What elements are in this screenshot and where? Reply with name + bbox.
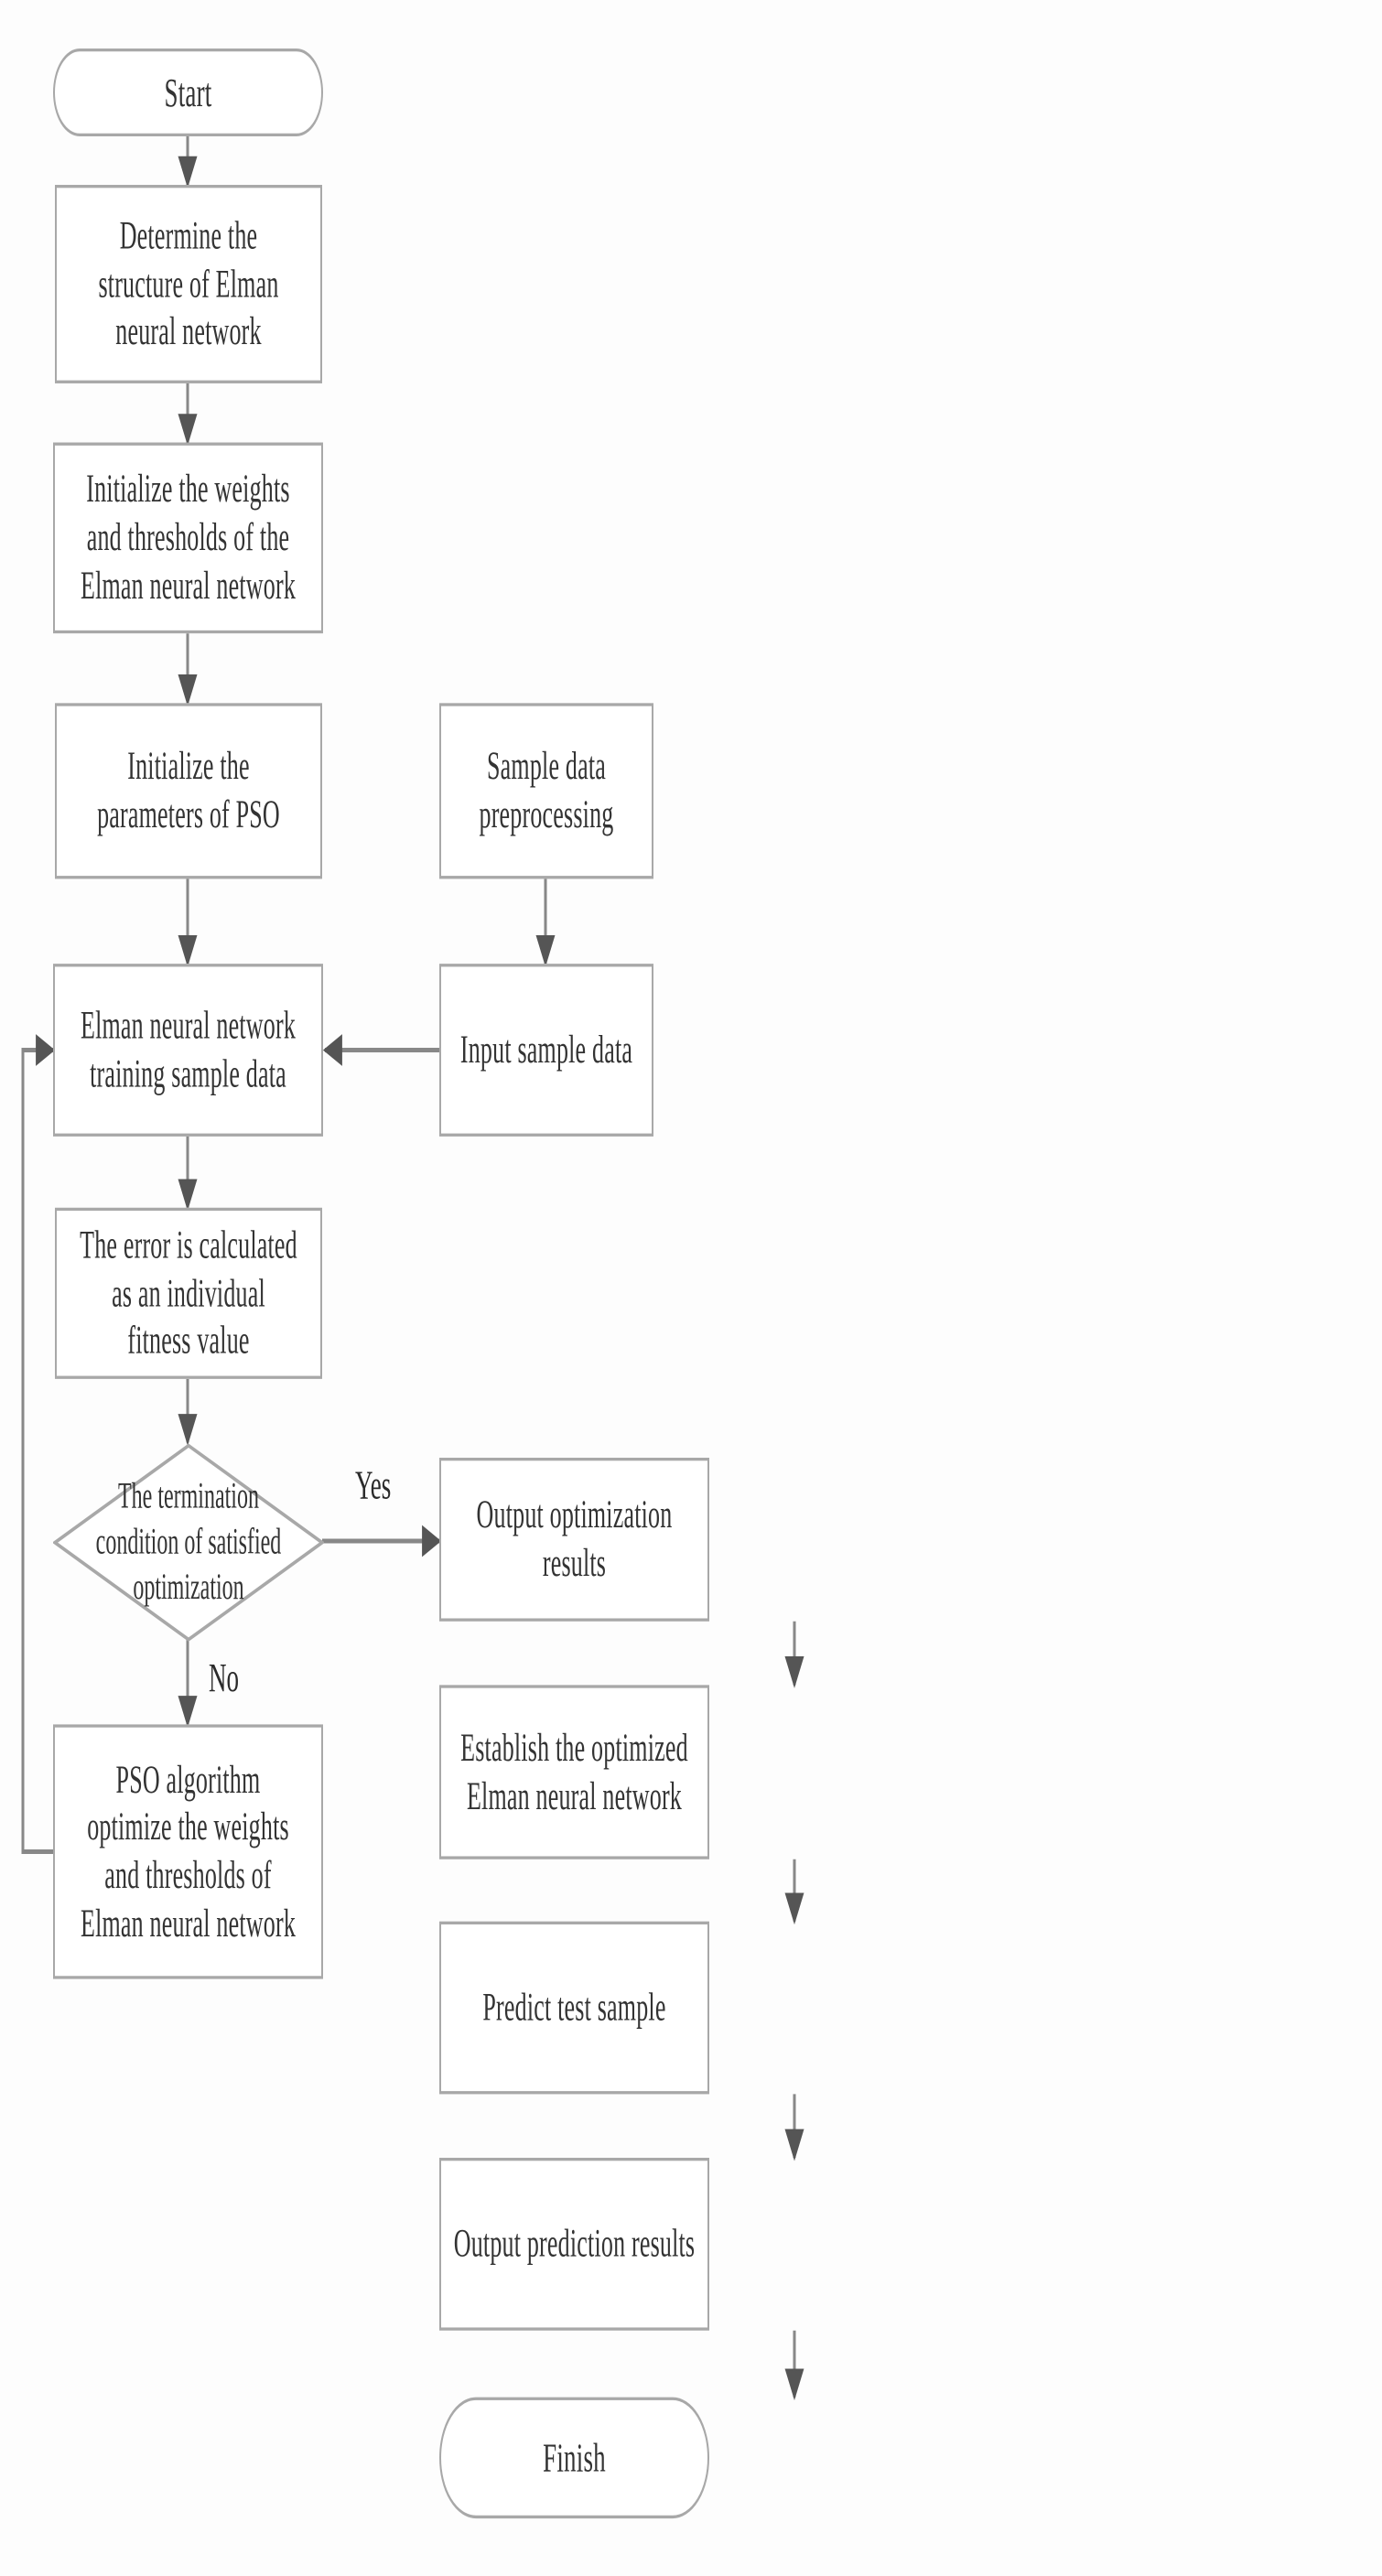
node-predict-test[interactable]: Predict test sample — [439, 1921, 709, 2095]
node-init-pso-label: Initialize the parameters of PSO — [97, 744, 280, 837]
node-output-optimization-label: Output optimization results — [476, 1493, 673, 1586]
node-elman-training[interactable]: Elman neural network training sample dat… — [53, 964, 323, 1137]
node-init-weights[interactable]: Initialize the weights and thresholds of… — [53, 442, 323, 634]
node-finish[interactable]: Finish — [439, 2397, 709, 2519]
node-elman-training-label: Elman neural network training sample dat… — [80, 1003, 297, 1096]
node-termination-decision[interactable]: The termination condition of satisfied o… — [53, 1442, 324, 1643]
node-output-optimization[interactable]: Output optimization results — [439, 1457, 709, 1622]
edge-label-no: No — [209, 1654, 239, 1700]
node-init-pso[interactable]: Initialize the parameters of PSO — [55, 703, 322, 879]
diamond-shape — [53, 1443, 324, 1642]
edge-label-yes: Yes — [355, 1461, 392, 1508]
node-sample-preprocessing[interactable]: Sample data preprocessing — [439, 703, 653, 879]
node-pso-optimize-label: PSO algorithm optimize the weights and t… — [80, 1757, 297, 1945]
node-determine-structure-label: Determine the structure of Elman neural … — [98, 213, 279, 354]
node-termination-label: The termination condition of satisfied o… — [95, 1477, 282, 1608]
node-output-prediction[interactable]: Output prediction results — [439, 2157, 709, 2331]
node-init-weights-label: Initialize the weights and thresholds of… — [80, 467, 297, 608]
edge-pso-feedback-to-elman — [21, 1034, 56, 1854]
node-establish-network-label: Establish the optimized Elman neural net… — [460, 1725, 688, 1818]
node-sample-preprocessing-label: Sample data preprocessing — [479, 744, 614, 837]
node-error-fitness[interactable]: The error is calculated as an individual… — [55, 1207, 322, 1379]
node-error-fitness-label: The error is calculated as an individual… — [80, 1223, 297, 1363]
node-start[interactable]: Start — [53, 48, 323, 137]
node-output-prediction-label: Output prediction results — [453, 2221, 696, 2266]
node-determine-structure[interactable]: Determine the structure of Elman neural … — [55, 185, 322, 383]
node-input-sample-label: Input sample data — [459, 1027, 633, 1072]
node-finish-label: Finish — [543, 2434, 606, 2480]
node-pso-optimize[interactable]: PSO algorithm optimize the weights and t… — [53, 1724, 323, 1979]
node-establish-network[interactable]: Establish the optimized Elman neural net… — [439, 1685, 709, 1859]
node-start-label: Start — [164, 69, 212, 115]
node-predict-test-label: Predict test sample — [482, 1985, 666, 2030]
node-input-sample[interactable]: Input sample data — [439, 964, 653, 1137]
